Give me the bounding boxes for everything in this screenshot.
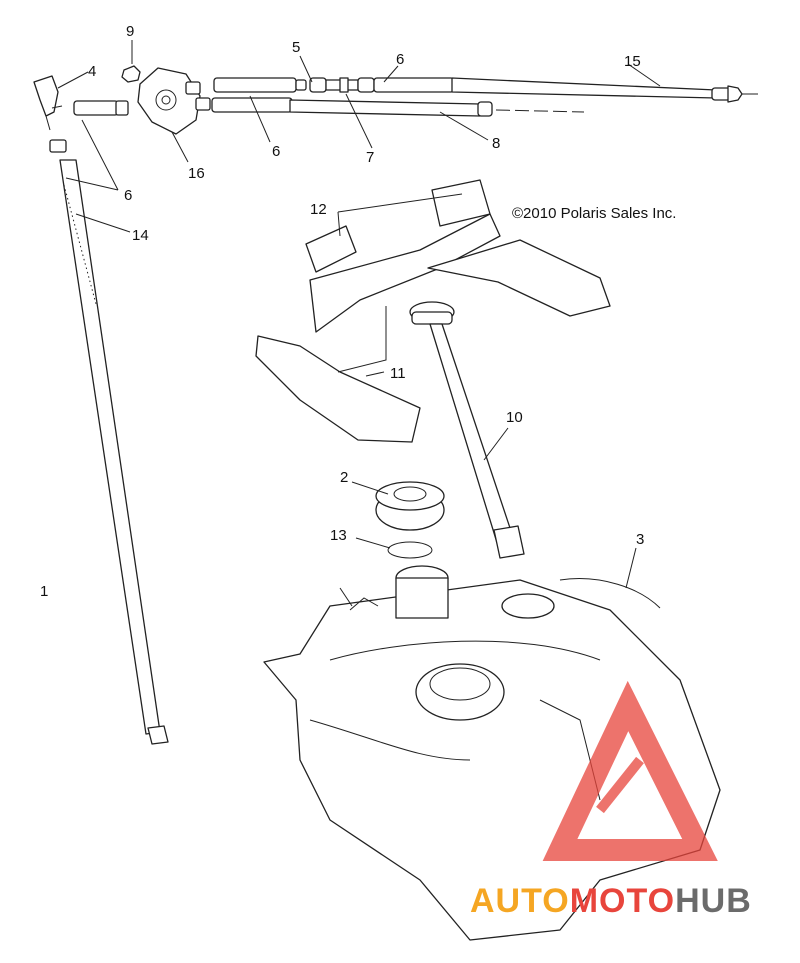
callout-6b: 6 [272,143,280,160]
vent-hose-3 [559,578,661,609]
callout-8: 8 [492,135,500,152]
foam-bracket-assembly [255,179,611,443]
fuel-line-long [451,77,717,99]
watermark-logo [542,680,718,861]
fuel-sender [409,301,525,559]
copyright-notice: ©2010 Polaris Sales Inc. [512,205,676,222]
elbow-fitting [33,75,59,117]
leader-lines [57,40,661,607]
callout-13: 13 [330,527,347,544]
callout-10: 10 [506,409,523,426]
fuel-cap [375,481,445,531]
callout-4: 4 [88,63,96,80]
vent-line [289,99,481,117]
callout-7: 7 [366,149,374,166]
watermark-triangle-icon [542,680,718,861]
callout-11: 11 [390,365,406,382]
watermark-text: AUTOMOTOHUB [470,882,752,920]
callout-6c: 6 [124,187,132,204]
callout-5: 5 [292,39,300,56]
callout-2: 2 [340,469,348,486]
callout-15: 15 [624,53,641,70]
nut [121,65,141,83]
callout-labels: 1 2 3 4 5 6 6 6 7 8 9 10 11 12 13 14 15 … [40,23,644,600]
o-ring [387,541,433,559]
callout-12: 12 [310,201,327,218]
callout-6a: 6 [396,51,404,68]
fuel-valve [137,67,201,135]
callout-1: 1 [40,583,48,600]
callout-14: 14 [132,227,149,244]
callout-9: 9 [126,23,134,40]
callout-16: 16 [188,165,205,182]
vertical-vent-hose [49,139,169,745]
callout-3: 3 [636,531,644,548]
fuel-line-assembly [33,65,758,135]
